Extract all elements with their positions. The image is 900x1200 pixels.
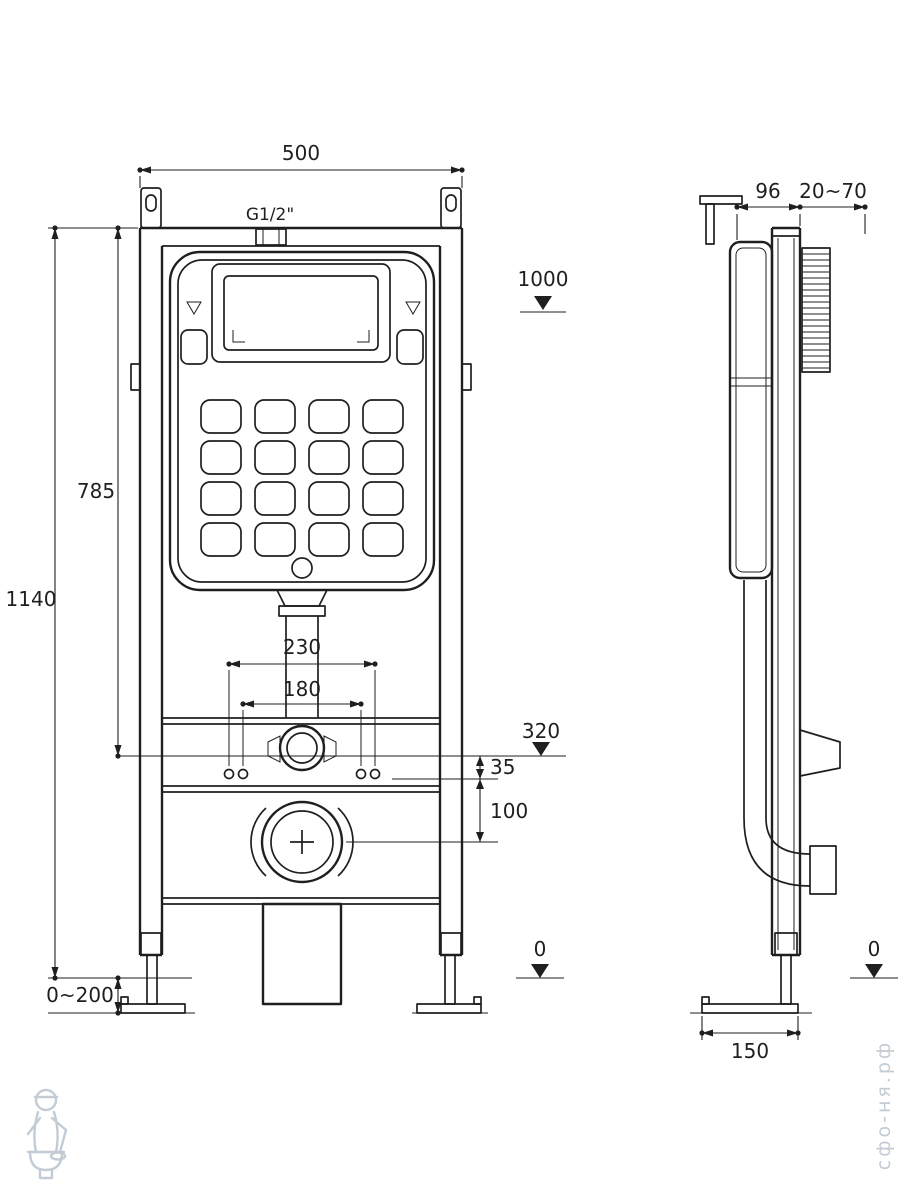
water-level-icon [186,301,202,315]
access-window [211,263,391,363]
side-frame [701,226,802,1014]
level-1000-label: 1000 [518,267,569,291]
flush-actuator-rod [699,195,743,245]
mounting-frame [120,187,482,1014]
dim-feet-range-label: 0~200 [46,983,114,1007]
level-marker-icon [534,296,552,310]
adjustable-foot-left [146,954,158,1005]
dim-230-label: 230 [283,635,321,659]
dim-20-70-label: 20~70 [799,179,867,203]
cistern-side-profile [728,240,774,580]
water-level-icon [405,301,421,315]
level-marker-icon [532,742,550,756]
cistern-grid-pattern [200,399,404,557]
waste-outlet [250,800,354,1006]
level-marker-icon [531,964,549,978]
outlet-wall-bracket [799,729,841,777]
frame-crossbars [162,717,440,905]
drain-housing [261,902,343,1006]
wall-bracket-right [461,363,472,391]
waste-elbow [743,580,837,895]
wall-bracket-left [130,363,141,391]
water-inlet-fitting [255,228,287,246]
level-marker-icon [865,964,883,978]
dim-785-label: 785 [77,479,115,503]
dim-500-label: 500 [282,141,320,165]
supply-connector [267,724,337,772]
thread-label: G1/2" [246,205,294,225]
side-dimensions: 96 20~70 150 0 [690,179,898,1063]
plumber-icon [26,1088,68,1180]
adjustable-foot-right [444,954,456,1005]
outlet-flange [809,845,837,895]
dim-100-label: 100 [490,799,528,823]
adjustable-foot-side [780,954,792,1005]
front-view: 500 G1/2" 785 1140 0~200 230 [6,141,569,1016]
top-tab-left [140,187,162,229]
dim-1140-label: 1140 [6,587,57,611]
wall-anchor-coil [801,247,831,373]
level-320-label: 320 [522,719,560,743]
watermark-site-text: сфо-ня.рф [873,1040,895,1170]
level-0-side-label: 0 [868,937,881,961]
level-0-front-label: 0 [534,937,547,961]
dim-150-label: 150 [731,1039,769,1063]
top-tab-right [440,187,462,229]
side-view: 96 20~70 150 0 [690,179,898,1063]
dim-35-label: 35 [490,755,515,779]
dim-180-label: 180 [283,677,321,701]
bolt-holes [223,768,381,780]
dim-96-label: 96 [755,179,780,203]
front-dimensions: 500 G1/2" 785 1140 0~200 230 [6,141,569,1016]
concealed-cistern [168,250,436,592]
watermark-logo [26,1088,68,1180]
